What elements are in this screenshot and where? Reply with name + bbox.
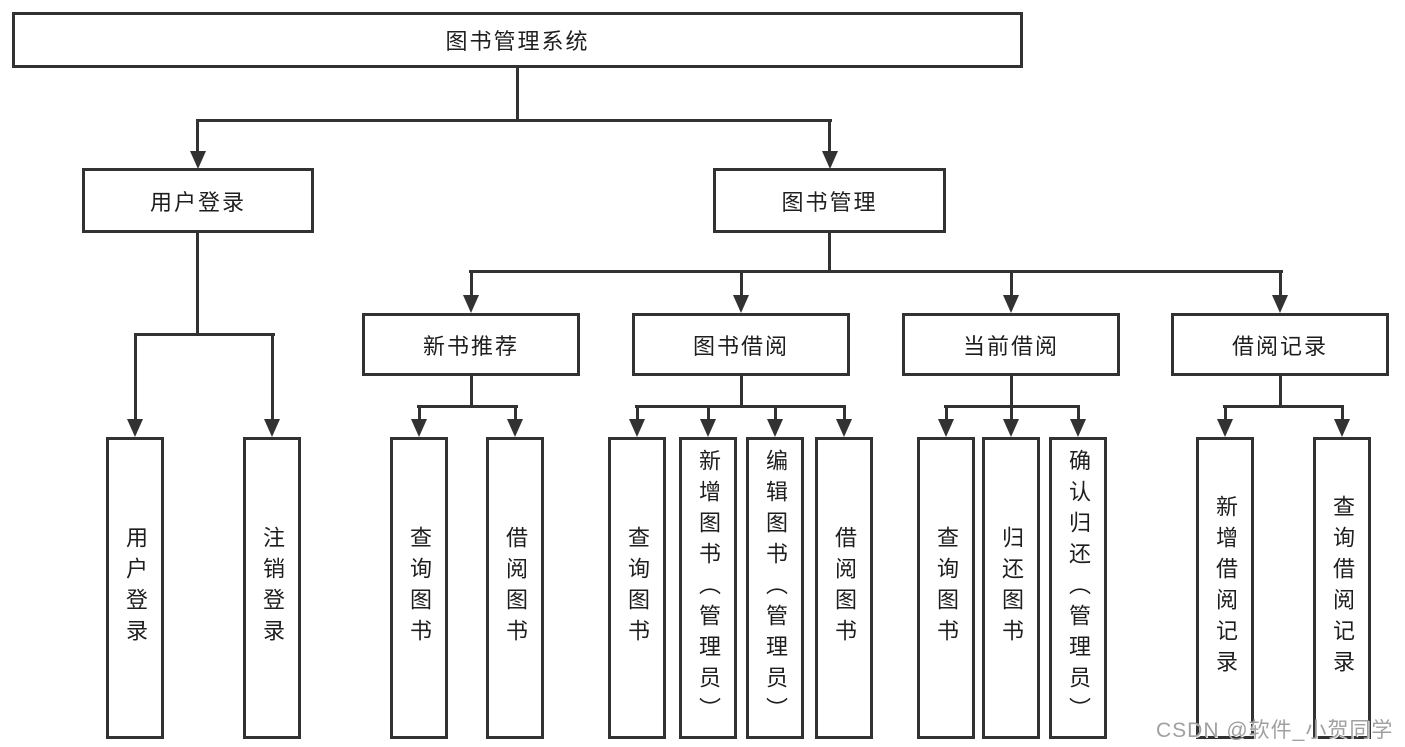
node-label: 用户登录: [123, 526, 148, 650]
node-label: 借阅记录: [1231, 333, 1328, 359]
arrow-down-icon: [1003, 419, 1019, 437]
node-label: 确认归还（管理员）: [1066, 448, 1091, 728]
node-label: 查询图书: [934, 526, 959, 650]
connector-line: [196, 119, 199, 153]
connector-line: [134, 333, 275, 336]
connector-line: [635, 405, 846, 408]
connector-line: [470, 376, 473, 407]
arrow-down-icon: [1003, 295, 1019, 313]
leaf-query-books-recommend: 查询图书: [390, 437, 448, 739]
connector-line: [196, 119, 832, 122]
node-label: 当前借阅: [962, 333, 1059, 359]
node-book-management: 图书管理: [713, 168, 946, 233]
arrow-down-icon: [1272, 295, 1288, 313]
arrow-down-icon: [700, 419, 716, 437]
node-label: 图书管理系统: [445, 29, 590, 54]
leaf-borrow-books-recommend: 借阅图书: [486, 437, 544, 739]
connector-line: [196, 233, 199, 335]
node-label: 用户登录: [149, 189, 246, 215]
connector-line: [1223, 405, 1344, 408]
connector-line: [516, 68, 519, 121]
node-label: 归还图书: [999, 526, 1024, 650]
arrow-down-icon: [1217, 419, 1233, 437]
connector-line: [1224, 405, 1227, 421]
node-label: 注销登录: [260, 526, 285, 650]
connector-line: [418, 405, 421, 421]
arrow-down-icon: [733, 295, 749, 313]
leaf-query-books-current: 查询图书: [917, 437, 975, 739]
leaf-logout: 注销登录: [243, 437, 301, 739]
arrow-down-icon: [463, 295, 479, 313]
arrow-down-icon: [1070, 419, 1086, 437]
arrow-down-icon: [507, 419, 523, 437]
leaf-add-books-admin: 新增图书（管理员）: [679, 437, 737, 739]
node-user-login: 用户登录: [82, 168, 314, 233]
connector-line: [469, 270, 1283, 273]
node-new-book-recommend: 新书推荐: [362, 313, 580, 376]
connector-line: [636, 405, 639, 421]
node-label: 新增图书（管理员）: [696, 448, 721, 728]
arrow-down-icon: [411, 419, 427, 437]
arrow-down-icon: [264, 419, 280, 437]
node-label: 新增借阅记录: [1213, 495, 1238, 681]
arrow-down-icon: [822, 151, 838, 169]
arrow-down-icon: [190, 151, 206, 169]
node-book-borrow: 图书借阅: [632, 313, 850, 376]
connector-line: [417, 405, 518, 408]
connector-line: [828, 119, 831, 153]
leaf-borrow-books: 借阅图书: [815, 437, 873, 739]
root-node-library-system: 图书管理系统: [12, 12, 1023, 68]
connector-line: [945, 405, 948, 421]
connector-line: [774, 405, 777, 421]
arrow-down-icon: [836, 419, 852, 437]
connector-line: [1279, 270, 1282, 297]
node-current-borrow: 当前借阅: [902, 313, 1120, 376]
connector-line: [1010, 376, 1013, 407]
node-label: 借阅图书: [832, 526, 857, 650]
leaf-user-login: 用户登录: [106, 437, 164, 739]
leaf-edit-books-admin: 编辑图书（管理员）: [746, 437, 804, 739]
connector-line: [1341, 405, 1344, 421]
node-borrow-records: 借阅记录: [1171, 313, 1389, 376]
arrow-down-icon: [629, 419, 645, 437]
leaf-add-borrow-record: 新增借阅记录: [1196, 437, 1254, 739]
node-label: 新书推荐: [422, 333, 519, 359]
arrow-down-icon: [767, 419, 783, 437]
node-label: 编辑图书（管理员）: [763, 448, 788, 728]
node-label: 查询图书: [407, 526, 432, 650]
arrow-down-icon: [938, 419, 954, 437]
csdn-watermark: CSDN @软件_小贺同学: [1156, 719, 1394, 742]
node-label: 图书借阅: [692, 333, 789, 359]
arrow-down-icon: [127, 419, 143, 437]
arrow-down-icon: [1334, 419, 1350, 437]
node-label: 查询借阅记录: [1330, 495, 1355, 681]
connector-line: [828, 233, 831, 272]
connector-line: [1279, 376, 1282, 407]
node-label: 图书管理: [781, 189, 878, 215]
connector-line: [514, 405, 517, 421]
leaf-return-books: 归还图书: [982, 437, 1040, 739]
connector-line: [134, 333, 137, 421]
node-label: 借阅图书: [503, 526, 528, 650]
leaf-query-books-borrow: 查询图书: [608, 437, 666, 739]
connector-line: [271, 333, 274, 421]
connector-line: [1010, 405, 1013, 421]
connector-line: [1077, 405, 1080, 421]
connector-line: [740, 270, 743, 297]
leaf-query-borrow-record: 查询借阅记录: [1313, 437, 1371, 739]
connector-line: [843, 405, 846, 421]
leaf-confirm-return-admin: 确认归还（管理员）: [1049, 437, 1107, 739]
connector-line: [707, 405, 710, 421]
node-label: 查询图书: [625, 526, 650, 650]
connector-line: [740, 376, 743, 407]
connector-line: [1010, 270, 1013, 297]
connector-line: [470, 270, 473, 297]
